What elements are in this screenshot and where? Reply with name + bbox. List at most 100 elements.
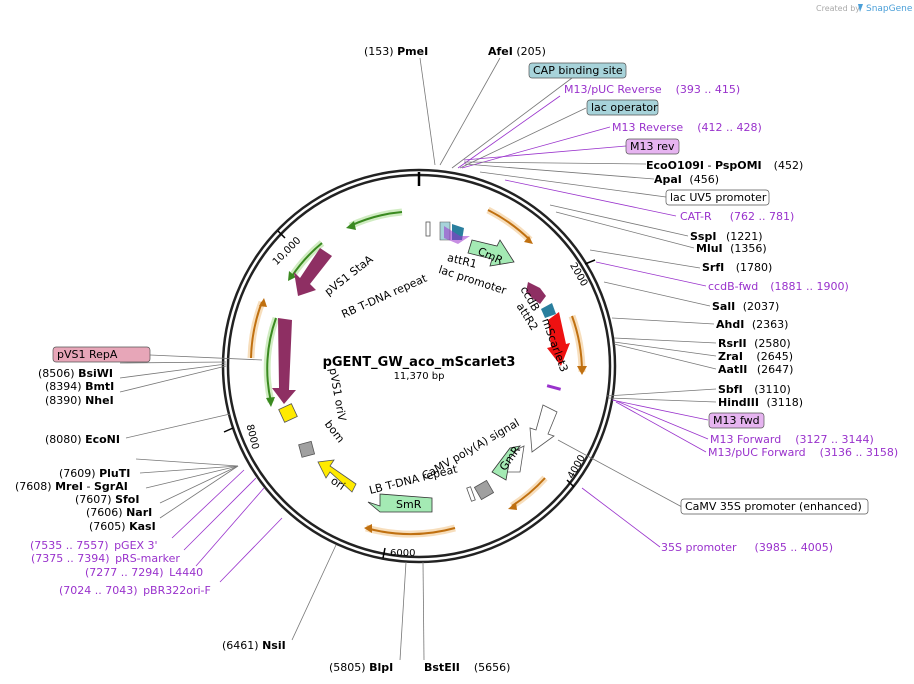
backbone-outer bbox=[221, 168, 617, 564]
kasi-label: (7605) KasI bbox=[89, 520, 156, 533]
leader-l4440 bbox=[195, 487, 265, 567]
green-arrowhead-2 bbox=[288, 271, 296, 281]
orange-arc-left bbox=[247, 300, 266, 359]
outer-features bbox=[247, 206, 587, 538]
green-arc-left-line bbox=[266, 317, 277, 403]
ruler-tick-8000 bbox=[223, 427, 234, 433]
smr-arrow bbox=[367, 493, 433, 513]
ori-arrow bbox=[317, 459, 357, 493]
orange-arrowhead-1 bbox=[524, 236, 533, 244]
ahdi-label: AhdI (2363) bbox=[716, 318, 788, 331]
pbr322-label: (7024 .. 7043) pBR322ori-F bbox=[59, 584, 211, 597]
oriv-box bbox=[278, 403, 298, 423]
m13puc-rev-label: M13/pUC Reverse(393 .. 415) bbox=[564, 83, 740, 96]
afei-label: AfeI (205) bbox=[488, 45, 546, 58]
l4440-label: (7277 .. 7294) L4440 bbox=[85, 566, 203, 579]
plasmid-size: 11,370 bp bbox=[394, 371, 445, 382]
leader-kasi bbox=[159, 465, 239, 519]
primer-site-mark bbox=[546, 384, 562, 391]
orange-arrowhead-5 bbox=[259, 298, 267, 307]
mrei-label: (7608) MreI - SgrAI bbox=[15, 480, 128, 493]
nari-label: (7606) NarI bbox=[86, 506, 152, 519]
lacuv5-label: lac UV5 promoter bbox=[670, 191, 767, 204]
ruler-tick-2000 bbox=[584, 259, 596, 265]
leader-catr bbox=[504, 179, 677, 217]
orange-arrowhead-3 bbox=[508, 502, 517, 510]
sbfi-label: SbfI (3110) bbox=[718, 383, 791, 396]
nhei-label: (8390) NheI bbox=[45, 394, 114, 407]
zrai-label: ZraI (2645) bbox=[718, 350, 793, 363]
orange-arrowhead-2 bbox=[577, 366, 587, 375]
catr-label: CAT-R(762 .. 781) bbox=[680, 210, 794, 223]
bom-label: bom bbox=[322, 418, 347, 445]
blpi-label: (5805) BlpI bbox=[329, 661, 393, 674]
gmr-arrow bbox=[491, 445, 522, 481]
lac-op-mark bbox=[444, 226, 470, 244]
leader-aatii bbox=[613, 343, 717, 370]
pvs1repa-label: pVS1 RepA bbox=[57, 348, 118, 361]
ruler-tick-10000 bbox=[277, 230, 286, 239]
leader-rsrii bbox=[613, 337, 717, 344]
sfoi-label: (7607) SfoI bbox=[75, 493, 139, 506]
leader-camv35s bbox=[557, 439, 683, 508]
leader-m13puc-fwd bbox=[615, 401, 707, 453]
pvs1-staa-label: pVS1 StaA bbox=[322, 252, 376, 298]
leader-zrai bbox=[613, 341, 717, 357]
leader-afei bbox=[439, 57, 501, 166]
m13fwd-box bbox=[708, 412, 765, 429]
leader-sfoi bbox=[145, 465, 239, 489]
mlui-label: MluI (1356) bbox=[696, 242, 767, 255]
rb-box bbox=[425, 221, 431, 237]
leader-eco bbox=[463, 161, 647, 165]
leader-m13puc-rev bbox=[457, 95, 561, 169]
pvs1-repa-arrow bbox=[272, 318, 296, 404]
p35s-label: 35S promoter(3985 .. 4005) bbox=[661, 541, 833, 554]
leader-lac-op bbox=[459, 107, 587, 169]
bmti-label: (8394) BmtI bbox=[45, 380, 114, 393]
leader-blpi bbox=[399, 561, 407, 661]
pvs1repa-box bbox=[52, 346, 151, 363]
leader-econi bbox=[125, 413, 231, 439]
attr2-box bbox=[541, 303, 556, 318]
srfi-label: SrfI (1780) bbox=[702, 261, 772, 274]
leader-lacuv5 bbox=[479, 171, 667, 198]
orange-arc-smr-line bbox=[365, 527, 456, 535]
leader-hindiii bbox=[607, 397, 717, 403]
cap-label: CAP binding site bbox=[533, 64, 623, 77]
leader-plut bbox=[135, 458, 239, 467]
leader-m13fwd-box bbox=[611, 399, 709, 421]
prs-label: (7375 .. 7394) pRS-marker bbox=[31, 552, 180, 565]
created-by-label: Created by bbox=[816, 4, 860, 13]
m13-rev-label: M13 Reverse(412 .. 428) bbox=[612, 121, 762, 134]
pvs1-staa-arrow bbox=[294, 248, 332, 296]
camv35s-box bbox=[680, 498, 869, 515]
lacuv5-box bbox=[665, 189, 770, 206]
camv35s-arrow bbox=[529, 404, 558, 453]
orange-arrowhead-4 bbox=[364, 524, 372, 533]
ruler-label-6000: 6000 bbox=[390, 548, 415, 559]
smr-label: SmR bbox=[396, 498, 422, 511]
leader-apai bbox=[464, 163, 655, 180]
leader-m13rev-box bbox=[463, 145, 627, 161]
aatii-label: AatII (2647) bbox=[718, 363, 793, 376]
leader-sspi bbox=[549, 204, 689, 237]
ccdb-arrow bbox=[526, 282, 546, 304]
plut-label: (7609) PluTI bbox=[59, 467, 130, 480]
leader-m13-rev bbox=[461, 126, 611, 169]
apai-label: ApaI (456) bbox=[654, 173, 719, 186]
ccdb-fwd-label: ccdB-fwd(1881 .. 1900) bbox=[708, 280, 849, 293]
leader-ccdb-fwd bbox=[595, 261, 707, 287]
leader-sali bbox=[603, 281, 711, 307]
green-arc-top bbox=[348, 208, 403, 230]
green-arrowhead-1 bbox=[346, 221, 356, 230]
snapgene-icon bbox=[858, 4, 863, 12]
leader-nhei bbox=[119, 365, 227, 393]
leader-ahdi bbox=[611, 317, 715, 325]
leader-mrei bbox=[139, 465, 239, 474]
bsteii-label: BstEII(5656) bbox=[424, 661, 510, 674]
leader-pvs1repa bbox=[149, 354, 263, 361]
ruler-label-4000: 4000 bbox=[566, 453, 588, 481]
inner-features: CmR ccdB mScarlet3 GmR SmR ori bbox=[272, 221, 571, 513]
plasmid-name: pGENT_GW_aco_mScarlet3 bbox=[323, 355, 516, 370]
leader-srfi bbox=[589, 249, 701, 269]
